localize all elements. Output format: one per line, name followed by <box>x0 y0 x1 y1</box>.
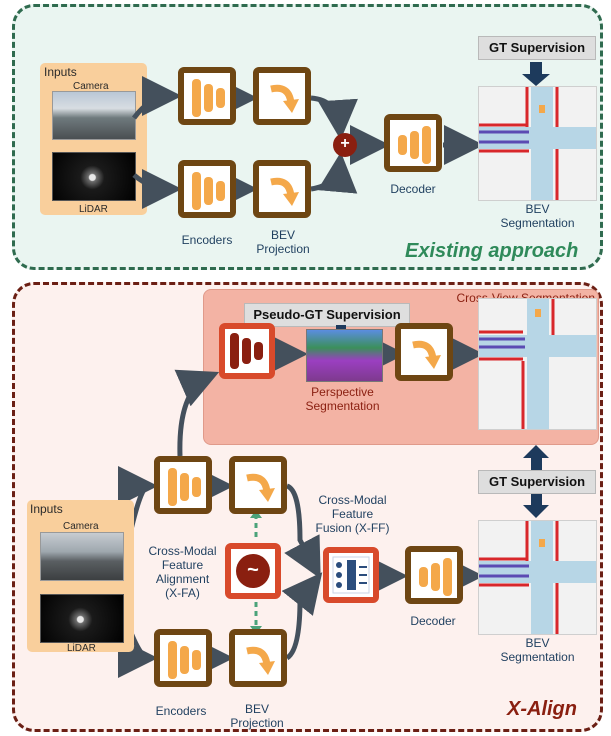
xff-icon <box>332 556 370 594</box>
xfa-arrowhead-top <box>250 510 262 518</box>
arrow-lidar-to-encoder <box>132 168 182 209</box>
top-gt-supervision-box: GT Supervision <box>478 36 596 60</box>
top-decoder-label: Decoder <box>390 182 436 196</box>
x-align-title: X-Align <box>507 698 577 720</box>
top-bev-projection-label: BEV Projection <box>256 228 310 256</box>
gt-arrow-head <box>522 74 550 86</box>
xsa-bev-output-image <box>478 298 597 430</box>
top-bev-segmentation-image <box>478 86 597 201</box>
top-bev-segmentation-label: BEV Segmentation <box>500 202 575 230</box>
bottom-camera-encoder-icon <box>168 468 201 506</box>
xfa-tilde-symbol: ~ <box>247 559 259 581</box>
gt-bottom-arrow-shaft <box>531 494 542 506</box>
gt-bottom-up-arrow-head <box>523 445 549 458</box>
bottom-decoder-icon <box>419 558 452 596</box>
bottom-camera-label: Camera <box>63 521 99 532</box>
arrow-camera-encoder-to-xsa <box>174 369 220 457</box>
bottom-camera-bev-node <box>229 456 287 514</box>
top-lidar-bev-icon <box>270 177 299 206</box>
bottom-decoder-label: Decoder <box>410 614 456 628</box>
xsa-bev-icon <box>412 340 441 369</box>
perspective-segmentation-image <box>306 329 383 382</box>
existing-approach-title: Existing approach <box>405 240 579 262</box>
arrow-bev-lidar-to-xff <box>281 572 323 661</box>
perspective-segmentation-label: Perspective Segmentation <box>305 385 380 413</box>
top-lidar-bev-node <box>253 160 311 218</box>
bottom-encoders-label: Encoders <box>155 704 207 718</box>
top-camera-bev-icon <box>270 84 299 113</box>
bottom-inputs-title: Inputs <box>30 502 63 516</box>
bottom-bev-projection-label: BEV Projection <box>230 702 284 730</box>
bottom-lidar-encoder-icon <box>168 641 201 679</box>
top-lidar-label: LiDAR <box>79 204 108 215</box>
fusion-plus-symbol: + <box>340 135 350 152</box>
bottom-lidar-label: LiDAR <box>67 643 96 654</box>
xsa-encoder-icon <box>230 333 263 369</box>
gt-arrow-shaft <box>530 62 542 76</box>
bottom-lidar-image <box>40 594 124 643</box>
bottom-lidar-bev-node <box>229 629 287 687</box>
top-encoders-label: Encoders <box>181 233 233 247</box>
top-camera-bev-node <box>253 67 311 125</box>
fusion-circle <box>333 133 357 157</box>
top-camera-image <box>52 91 136 140</box>
bottom-bev-segmentation-image <box>478 520 597 635</box>
arrow-bev-to-fusion-1 <box>310 95 358 140</box>
top-camera-label: Camera <box>73 81 109 92</box>
xfa-circle <box>236 554 270 588</box>
xff-label: Cross-Modal Feature Fusion (X-FF) <box>315 493 390 535</box>
top-camera-encoder-icon <box>192 79 225 117</box>
xsa-bev-node <box>395 323 453 381</box>
bottom-camera-image <box>40 532 124 581</box>
bottom-camera-bev-icon <box>246 473 275 502</box>
top-decoder-icon <box>398 126 431 164</box>
bottom-lidar-bev-icon <box>246 646 275 675</box>
gt-bottom-arrow-head <box>523 505 549 518</box>
bottom-bev-segmentation-label: BEV Segmentation <box>500 636 575 664</box>
top-diagram-svg <box>131 62 550 209</box>
top-lidar-encoder-icon <box>192 172 225 210</box>
gt-bottom-up-arrow-shaft <box>531 456 542 470</box>
arrow-bev-cam-to-xff <box>284 483 321 579</box>
xfa-label: Cross-Modal Feature Alignment (X-FA) <box>148 544 217 600</box>
bottom-gt-supervision-box: GT Supervision <box>478 470 596 494</box>
arrow-bev-to-fusion-2 <box>310 152 358 194</box>
top-inputs-title: Inputs <box>44 65 77 79</box>
xff-node <box>323 547 379 603</box>
top-lidar-image <box>52 152 136 201</box>
arrow-camera-to-encoder <box>131 76 182 120</box>
